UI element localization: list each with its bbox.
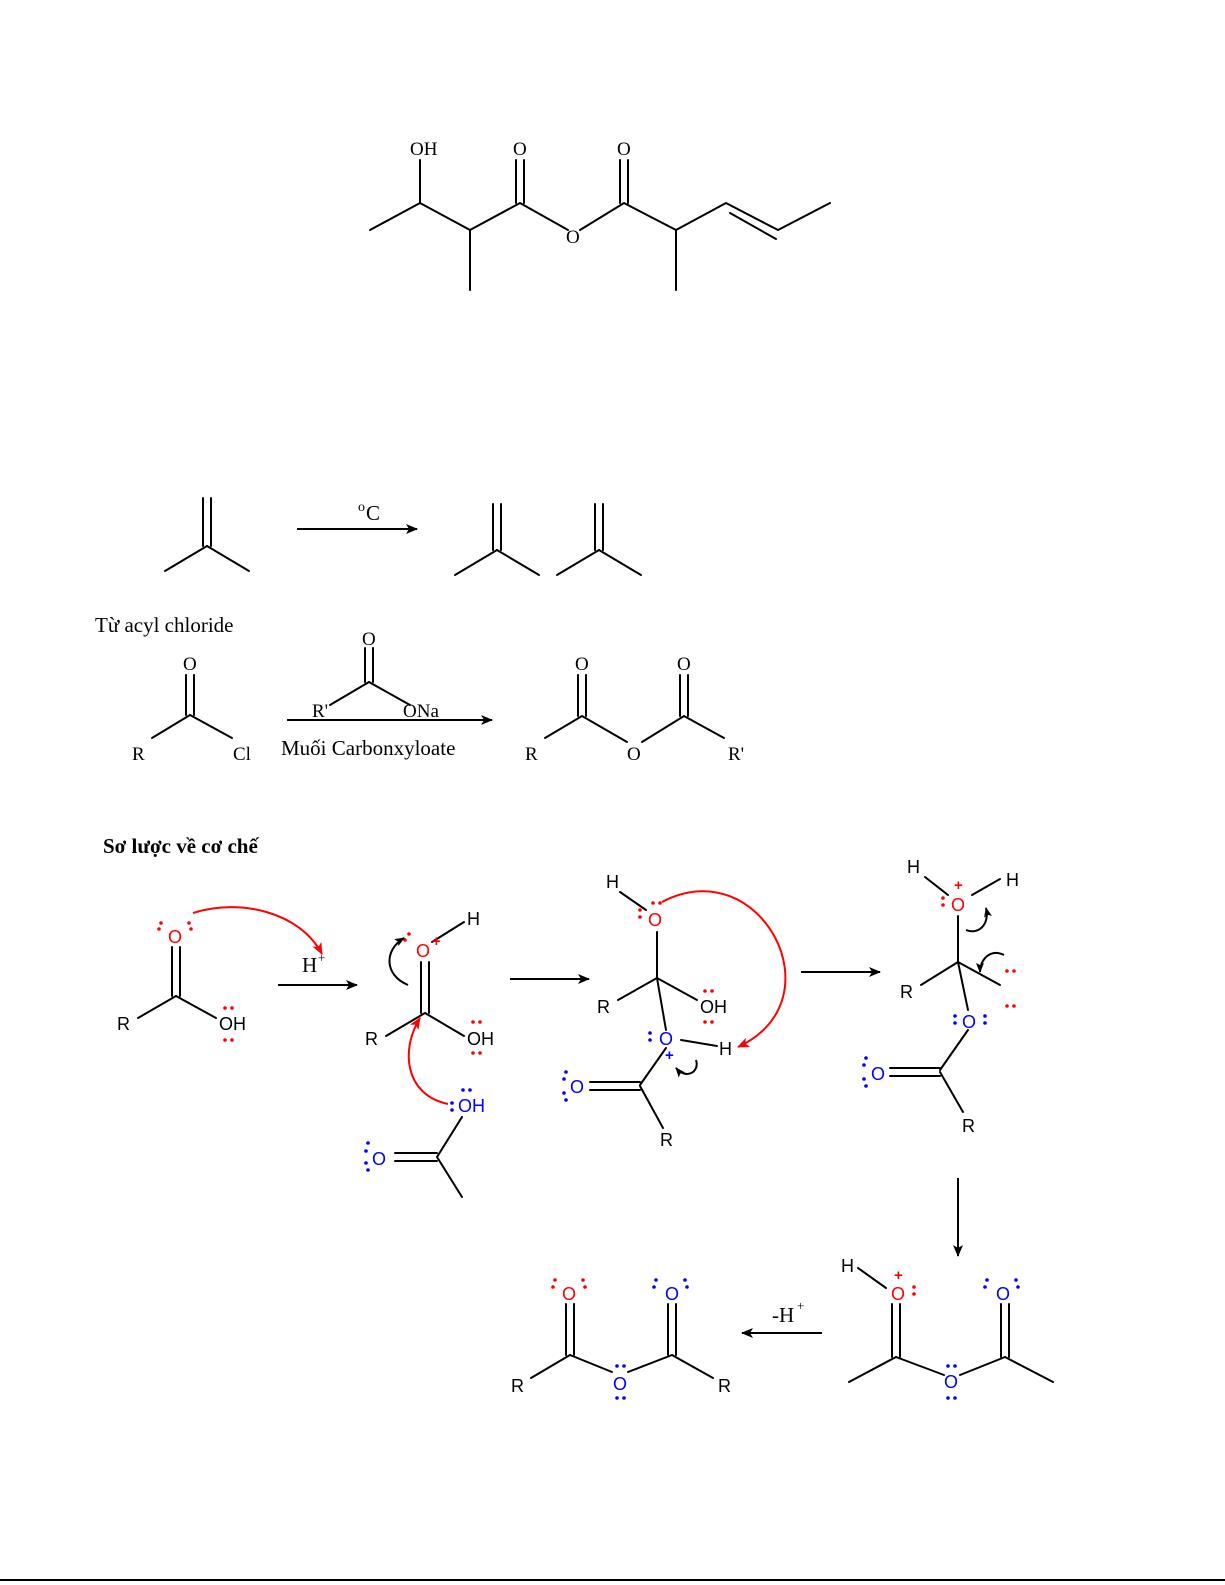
isobutylene-reactant xyxy=(165,498,249,571)
carboxylate-reagent: O R' ONa xyxy=(312,629,439,722)
mech6-o-bridge: O xyxy=(613,1374,627,1394)
product-o-label-2: O xyxy=(677,654,691,675)
reaction-1-condition: C xyxy=(366,501,380,525)
ester-structure-top: OH O O O xyxy=(370,139,830,290)
mech4-black-curved-arrow-2 xyxy=(980,953,1004,972)
mech4-h-left: H xyxy=(907,857,920,877)
top-ester-o: O xyxy=(566,227,580,248)
reagent-ona-label: ONa xyxy=(403,701,439,722)
mech4-o-top: O xyxy=(951,895,965,915)
mech5-plus: + xyxy=(894,1267,903,1284)
mech5-o-bridge: O xyxy=(944,1372,958,1392)
reagent-caption: Muối Carbonxyloate xyxy=(281,736,455,760)
page-bottom-rule xyxy=(0,1579,1225,1581)
mech2-h: H xyxy=(467,909,480,929)
section-heading-mechanism: Sơ lược về cơ chế xyxy=(103,834,259,858)
mech-final-anhydride: O O O R R xyxy=(511,1278,731,1400)
isobutylene-product-1 xyxy=(455,504,539,575)
mech3-o-bottom: O xyxy=(570,1077,584,1097)
mech-step1-reagent: H xyxy=(302,953,317,977)
mech2b-red-curved-arrow xyxy=(409,1018,448,1104)
mech-last-reagent: -H xyxy=(772,1303,794,1327)
mech4-h-right: H xyxy=(1006,870,1019,890)
mech6-o-right: O xyxy=(665,1284,679,1304)
mech3-h-right: H xyxy=(719,1039,732,1059)
mech6-o-left: O xyxy=(562,1284,576,1304)
mech2-r: R xyxy=(365,1029,378,1049)
mech-protonated-acid: O + H R OH xyxy=(365,909,494,1055)
mech2-black-curved-arrow xyxy=(389,938,408,985)
mech5-o-right: O xyxy=(996,1284,1010,1304)
mech-protonated-anhydride: H O + O O xyxy=(841,1256,1053,1400)
reaction-1: o C xyxy=(165,498,641,575)
mech-oxonium-intermediate: H H O + R O O R xyxy=(862,857,1019,1136)
reagent-rprime-label: R' xyxy=(312,701,328,722)
mech3-r: R xyxy=(597,997,610,1017)
mech3-plus: + xyxy=(665,1047,674,1064)
mech4-black-curved-arrow-1 xyxy=(966,908,987,931)
mech6-r-right: R xyxy=(718,1376,731,1396)
mech4-r-bottom: R xyxy=(962,1116,975,1136)
mech3-r-bottom: R xyxy=(660,1130,673,1150)
isobutylene-product-2 xyxy=(557,504,641,575)
mech4-o-mid: O xyxy=(962,1012,976,1032)
acyl-o-label: O xyxy=(183,654,197,675)
degree-superscript: o xyxy=(358,500,365,515)
mech-step1-reagent-sup: + xyxy=(318,950,325,965)
mech2-o-plus: O xyxy=(416,941,430,961)
mech5-h: H xyxy=(841,1256,854,1276)
acyl-chloride-reactant: O R Cl xyxy=(132,654,251,765)
product-r-label: R xyxy=(525,744,538,765)
product-o-bridge: O xyxy=(627,744,641,765)
mech-tetrahedral-intermediate: H O R OH O + H O R xyxy=(562,872,785,1150)
mech5-o-left: O xyxy=(891,1284,905,1304)
mech2b-o: O xyxy=(372,1149,386,1169)
product-o-label-1: O xyxy=(575,654,589,675)
mech-last-reagent-sup: + xyxy=(797,1298,804,1313)
section-heading-acyl-chloride: Từ acyl chloride xyxy=(95,613,234,637)
mech6-r-left: R xyxy=(511,1376,524,1396)
mech1-red-curved-arrow xyxy=(193,907,322,954)
anhydride-product: O O R O R' xyxy=(525,654,744,765)
top-carbonyl-o-2: O xyxy=(617,139,631,160)
mech2-oh: OH xyxy=(467,1029,494,1049)
reaction-2: O R Cl O R' ONa Muối Carbonxyloate O O R… xyxy=(132,629,744,765)
mech2b-oh: OH xyxy=(458,1096,485,1116)
reagent-o-label: O xyxy=(362,629,376,650)
mech4-r: R xyxy=(900,982,913,1002)
mech3-oh: OH xyxy=(700,997,727,1017)
mech3-h-top: H xyxy=(606,872,619,892)
mech1-o: O xyxy=(168,927,182,947)
mech2-plus: + xyxy=(432,933,441,950)
mech3-o-top: O xyxy=(648,910,662,930)
product-rprime-label: R' xyxy=(728,744,744,765)
mech3-o-plus: O xyxy=(659,1029,673,1049)
mech3-red-curved-arrow xyxy=(662,891,785,1047)
acyl-r-label: R xyxy=(132,744,145,765)
mech3-black-curved-arrow xyxy=(676,1060,697,1074)
top-carbonyl-o-1: O xyxy=(513,139,527,160)
mech-carboxylic-acid: O OH R xyxy=(117,907,322,1042)
top-oh-label: OH xyxy=(410,139,438,160)
mech1-r: R xyxy=(117,1014,130,1034)
mech4-o-bottom: O xyxy=(871,1064,885,1084)
acyl-cl-label: Cl xyxy=(233,744,251,765)
mech4-plus: + xyxy=(954,877,963,894)
mech1-oh: OH xyxy=(219,1014,246,1034)
